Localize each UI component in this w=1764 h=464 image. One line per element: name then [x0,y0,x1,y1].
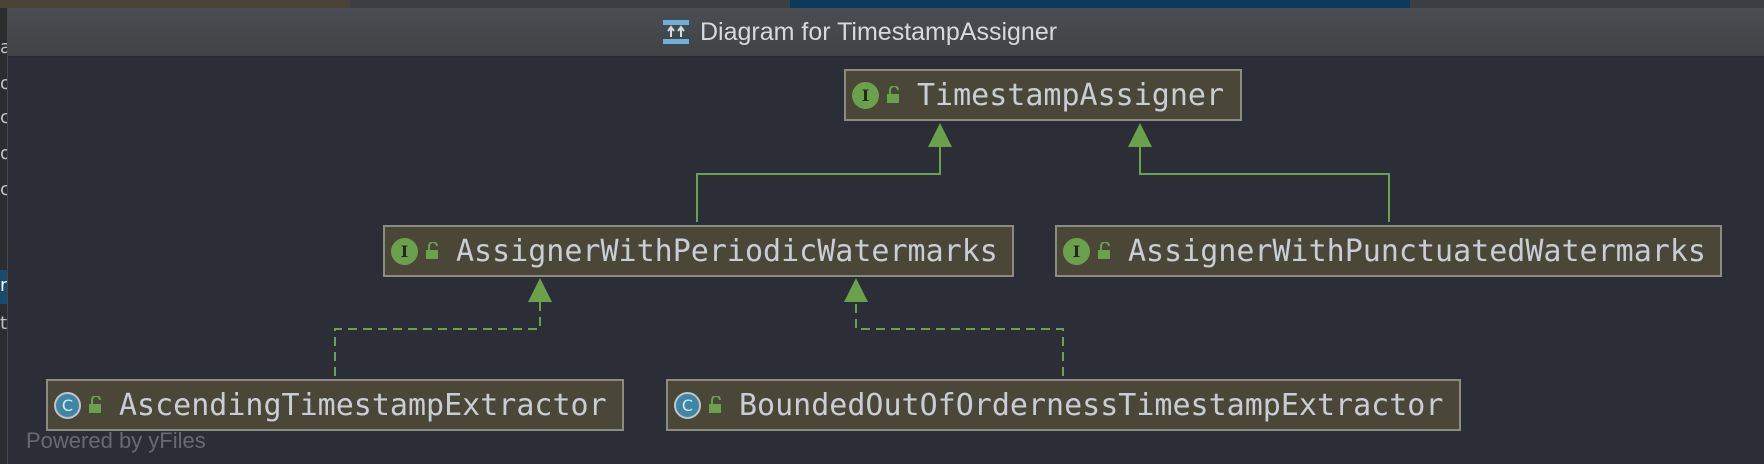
node-bounded-out-of-orderness-timestamp-extractor[interactable]: C BoundedOutOfOrdernessTimestampExtracto… [666,379,1461,431]
diagram-edges [334,123,1390,376]
edge-ascending-to-periodic [334,283,541,376]
unlocked-icon [89,396,101,413]
title-bar[interactable]: Diagram for TimestampAssigner [8,8,1764,57]
unlocked-icon [1098,242,1110,259]
unlocked-icon [709,396,721,413]
interface-icon: I [391,237,418,265]
edge-punctuated-to-timestamp-assigner [1139,129,1390,222]
diagram-window: Diagram for TimestampAssigner I Timestam… [7,8,1764,464]
unlocked-icon [887,86,899,103]
node-assigner-with-punctuated-watermarks[interactable]: I AssignerWithPunctuatedWatermarks [1055,225,1722,277]
powered-by-label: Powered by yFiles [26,428,206,453]
edge-bounded-to-periodic [855,283,1064,376]
node-label: TimestampAssigner [917,77,1225,113]
diagram-canvas[interactable]: I TimestampAssigner I AssignerWithPeriod… [8,57,1764,464]
edge-periodic-to-timestamp-assigner [696,129,941,222]
node-ascending-timestamp-extractor[interactable]: C AscendingTimestampExtractor [46,379,624,431]
class-icon: C [674,391,701,419]
node-label: BoundedOutOfOrdernessTimestampExtractor [739,387,1444,423]
unlocked-icon [426,242,438,259]
node-timestamp-assigner[interactable]: I TimestampAssigner [844,69,1242,121]
class-icon: C [54,391,81,419]
node-label: AssignerWithPeriodicWatermarks [456,233,998,269]
node-label: AscendingTimestampExtractor [119,387,607,423]
window-title: Diagram for TimestampAssigner [700,17,1058,46]
interface-icon: I [852,81,879,109]
node-assigner-with-periodic-watermarks[interactable]: I AssignerWithPeriodicWatermarks [383,225,1014,277]
arrowhead [528,278,552,302]
arrowhead [1128,123,1152,147]
background-window-strip [0,0,1764,8]
interface-icon: I [1063,237,1090,265]
arrowhead [844,278,868,302]
arrowhead [928,123,952,147]
class-diagram-icon [663,20,689,44]
node-label: AssignerWithPunctuatedWatermarks [1128,233,1706,269]
